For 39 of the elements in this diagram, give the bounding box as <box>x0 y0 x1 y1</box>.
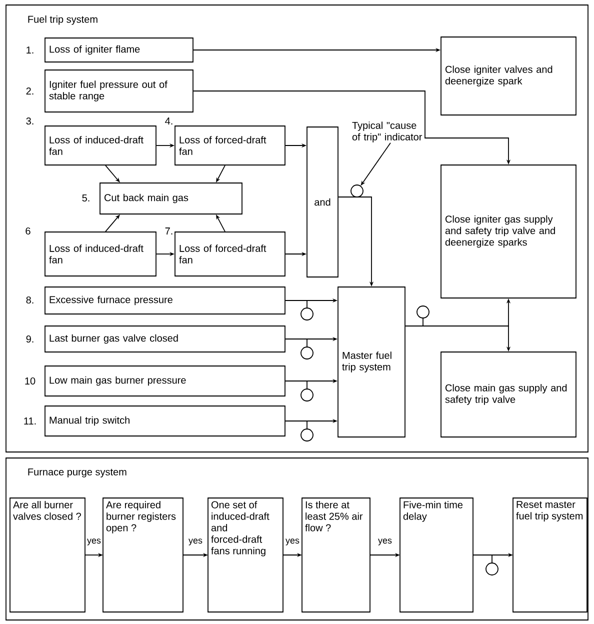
process-box: Master fuel trip system <box>338 286 406 438</box>
step-box: One set of induced-draft and forced-draft fans running <box>208 498 284 612</box>
process-box: Loss of induced-draft fan <box>44 126 156 166</box>
step-number: 7. <box>165 228 172 234</box>
edge-label: yes <box>378 538 392 546</box>
step-box: Are all burner valves closed ? <box>10 498 86 612</box>
step-number: 11. <box>24 418 36 424</box>
process-box: Loss of forced-draft fan <box>174 232 286 276</box>
step-number: 10 <box>25 377 36 385</box>
process-box: Low main gas burner pressure <box>44 366 286 396</box>
step-number: 2. <box>26 88 34 94</box>
step-number: 4. <box>165 118 172 124</box>
step-number: 9. <box>26 335 34 343</box>
step-number: 1. <box>26 46 34 54</box>
indicator-symbol <box>350 184 364 198</box>
step-box: Five-min time delay <box>400 498 474 612</box>
process-box: Cut back main gas <box>100 182 242 214</box>
edge-label: yes <box>285 538 300 546</box>
process-box: Close igniter valves and deenergize spark <box>440 36 576 116</box>
edge-label: yes <box>86 538 102 546</box>
process-box: Excessive furnace pressure <box>44 286 286 314</box>
step-number: 3. <box>26 117 34 125</box>
step-box: Are required burner registers open ? <box>102 498 184 612</box>
process-box: Loss of induced-draft fan <box>44 232 156 276</box>
step-number: 5. <box>82 194 90 202</box>
indicator-label: Typical "cause of trip" indicator <box>352 122 422 142</box>
step-box: Is there at least 25% air flow ? <box>302 498 370 612</box>
process-box: Last burner gas valve closed <box>44 326 286 352</box>
edge-label: yes <box>188 538 203 546</box>
process-box: Close igniter gas supply and safety trip valve and deenergize sparks <box>440 164 576 298</box>
step-box: Reset master fuel trip system <box>512 498 588 612</box>
process-box: Loss of forced-draft fan <box>174 126 286 166</box>
process-box: Igniter fuel pressure out of stable range <box>44 70 194 112</box>
process-box: Close main gas supply and safety trip valve <box>440 352 576 438</box>
process-box: Manual trip switch <box>44 406 286 436</box>
process-box: Loss of igniter flame <box>44 38 194 62</box>
step-number: 6 <box>26 227 30 235</box>
step-number: 8. <box>26 296 34 304</box>
logic-gate: and <box>306 126 338 278</box>
